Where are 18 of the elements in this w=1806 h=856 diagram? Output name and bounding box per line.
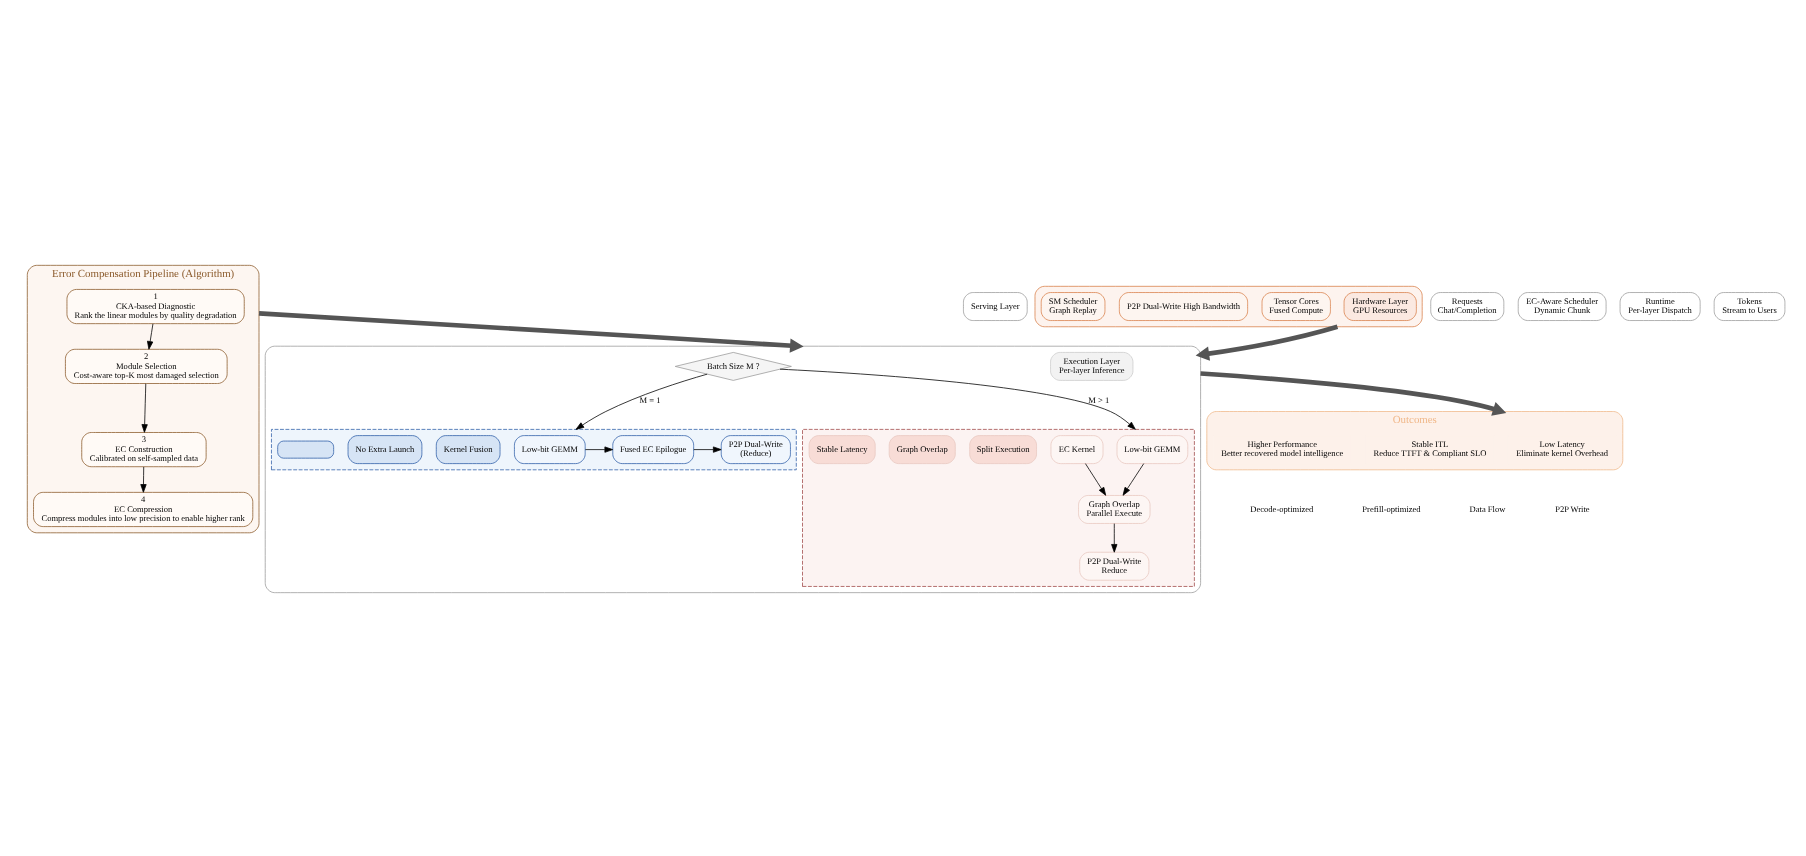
arrow [1122,462,1145,495]
arrow [147,322,154,349]
node-box [277,439,335,458]
arrow [1195,323,1339,360]
arrow [693,445,722,452]
cluster [802,428,1195,586]
arrow [1111,522,1118,552]
arrow [141,382,148,432]
arrow [258,310,804,352]
arrow [575,372,708,429]
arrow [1085,462,1107,495]
arrow [584,445,614,452]
arrow [779,367,1136,429]
cluster [264,344,1201,593]
cluster [271,428,797,470]
cluster [1034,284,1423,327]
arrow [140,465,147,492]
arrow [1200,370,1507,415]
